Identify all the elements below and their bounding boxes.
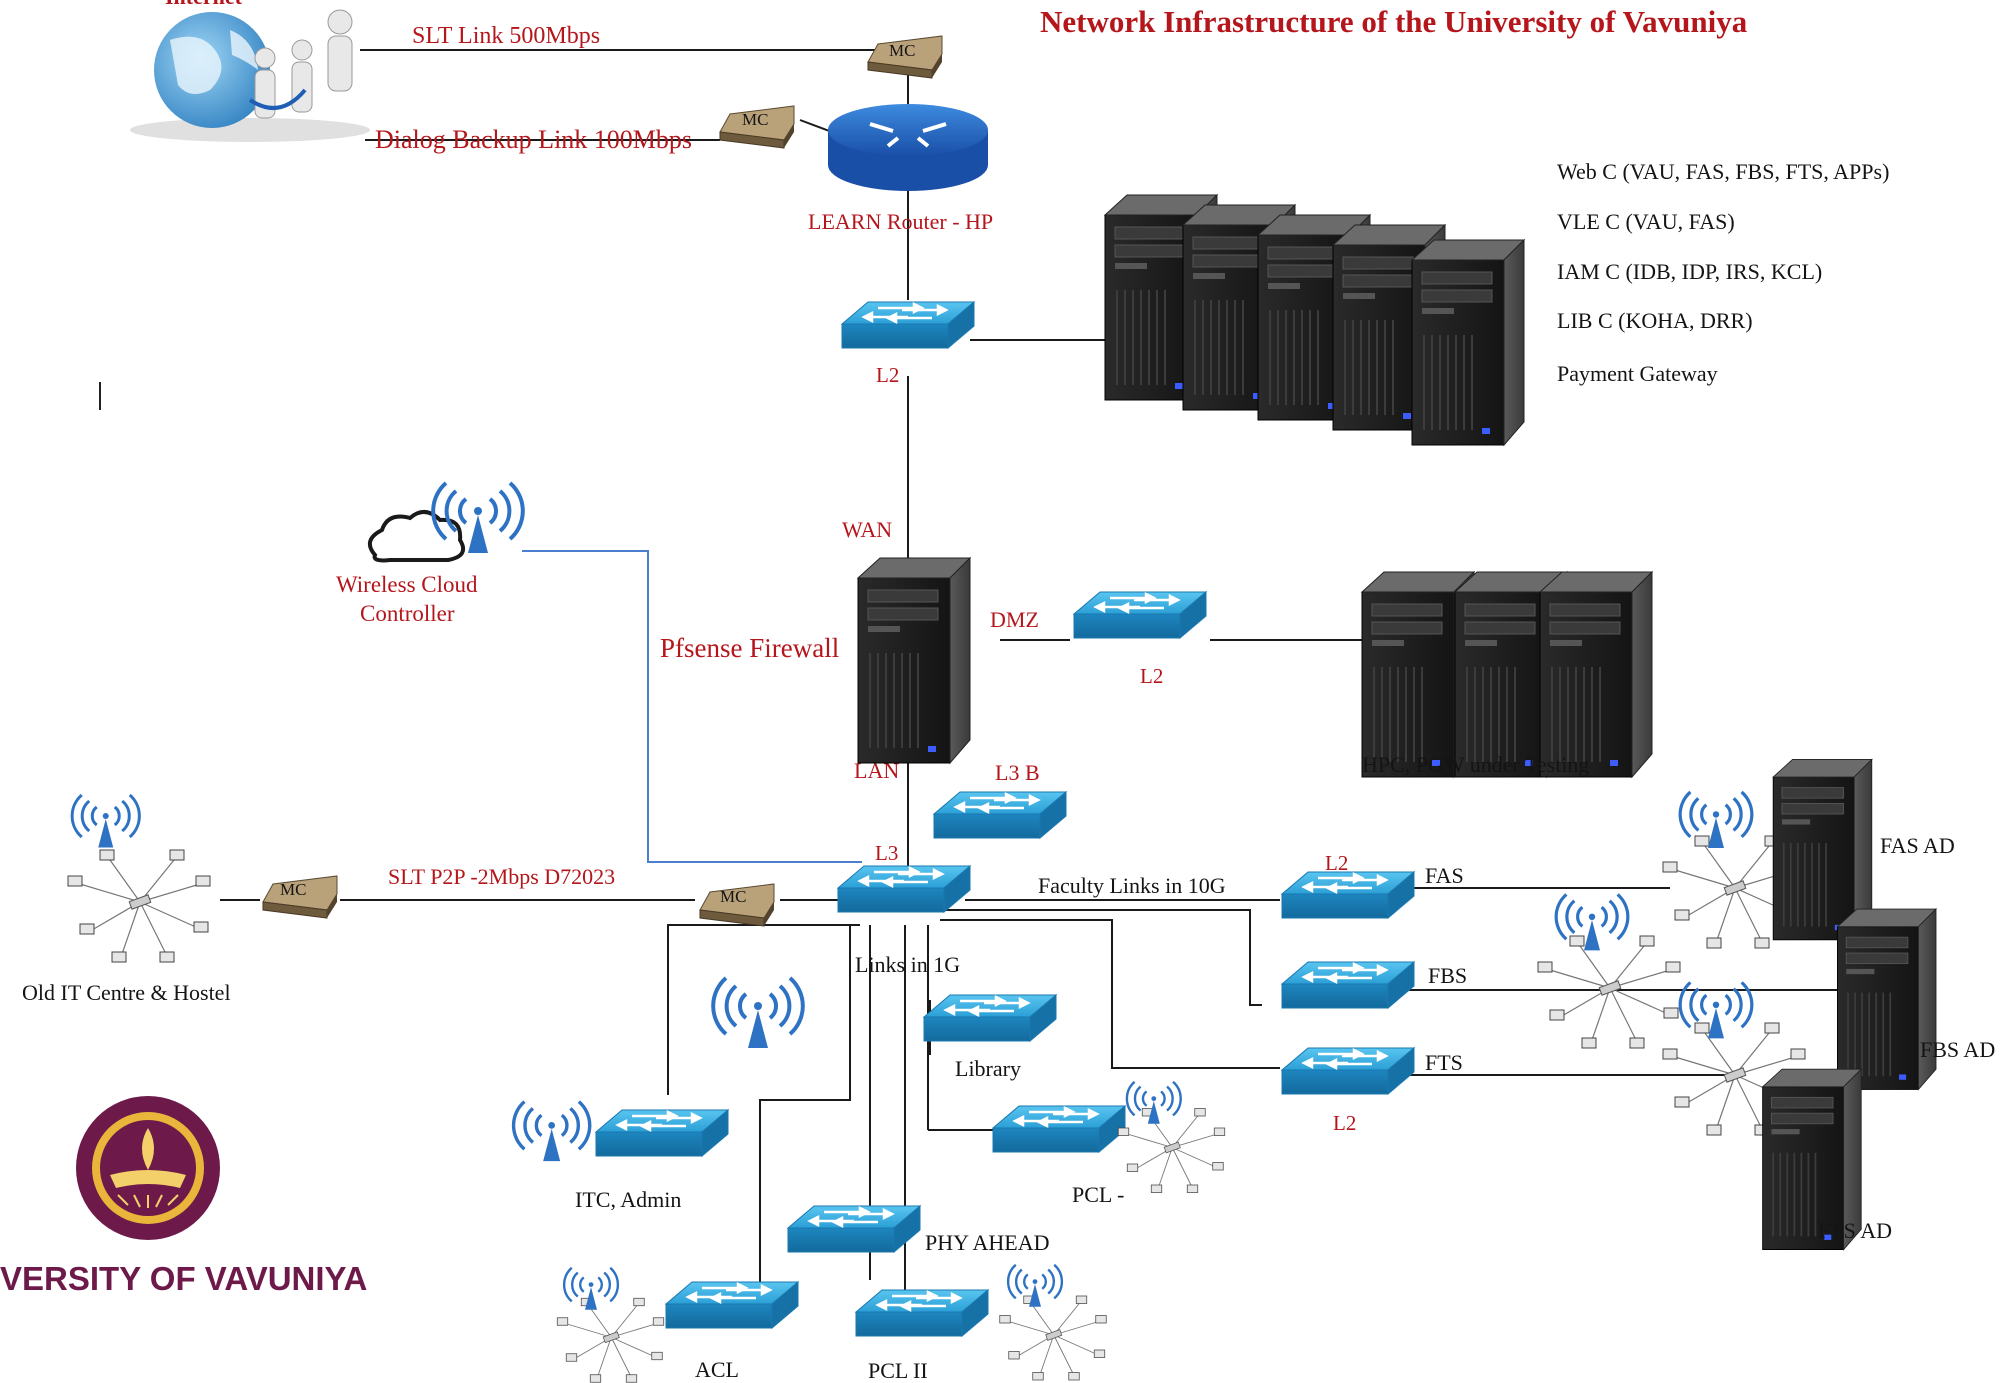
wireless-controller-link bbox=[522, 550, 862, 863]
phy-ahead-label: PHY AHEAD bbox=[925, 1230, 1049, 1255]
mc-label: MC bbox=[720, 887, 746, 906]
p2p-label: SLT P2P -2Mbps D72023 bbox=[388, 864, 615, 889]
wireless-cluster-icon bbox=[67, 849, 211, 963]
wireless-ap-icon bbox=[711, 976, 805, 1050]
wireless-ap-icon bbox=[1554, 892, 1630, 953]
itc-switch-icon bbox=[594, 1108, 730, 1158]
hpc-servers bbox=[1361, 571, 1653, 778]
internet-label: Internet bbox=[165, 0, 243, 9]
core-l2-label: L2 bbox=[876, 363, 899, 387]
dmz-switch-icon bbox=[1072, 590, 1208, 640]
l3b-label: L3 B bbox=[995, 760, 1040, 785]
fbs-ad-label: FBS AD bbox=[1920, 1037, 1995, 1062]
l3b-switch-icon bbox=[932, 790, 1068, 840]
fbs-label: FBS bbox=[1428, 963, 1467, 988]
wireless-ap-icon bbox=[1006, 1263, 1064, 1309]
acl-switch-icon bbox=[664, 1280, 800, 1330]
server-cluster-item: LIB C (KOHA, DRR) bbox=[1557, 308, 1753, 333]
fts-switch-label: L2 bbox=[1333, 1111, 1356, 1135]
internet-globe bbox=[130, 9, 370, 142]
wireless-cloud-icon bbox=[367, 510, 465, 563]
fbs-switch-icon bbox=[1280, 960, 1416, 1010]
wan-label: WAN bbox=[842, 517, 892, 542]
server-cluster-list: Web C (VAU, FAS, FBS, FTS, APPs) VLE C (… bbox=[1557, 159, 1889, 386]
wireless-ap-icon bbox=[1125, 1080, 1182, 1126]
itc-admin-label: ITC, Admin bbox=[575, 1187, 681, 1212]
pcl2-label: PCL II bbox=[868, 1358, 928, 1383]
wireless-ap-icon bbox=[70, 793, 141, 849]
server-cluster-item: Web C (VAU, FAS, FBS, FTS, APPs) bbox=[1557, 159, 1889, 184]
wireless-cluster-icon bbox=[1537, 935, 1681, 1049]
dmz-switch-label: L2 bbox=[1140, 664, 1163, 688]
wireless-controller-line1: Wireless Cloud bbox=[336, 572, 478, 597]
l3-label: L3 bbox=[875, 841, 898, 865]
fas-label: FAS bbox=[1425, 863, 1464, 888]
fas-switch-label: L2 bbox=[1325, 851, 1348, 875]
slt-link-label: SLT Link 500Mbps bbox=[412, 23, 600, 49]
wireless-cluster-icon bbox=[556, 1297, 665, 1383]
server-cluster-item: Payment Gateway bbox=[1557, 361, 1718, 386]
old-it-centre-label: Old IT Centre & Hostel bbox=[22, 980, 231, 1005]
mc-label: MC bbox=[280, 880, 306, 899]
router-icon bbox=[828, 104, 988, 191]
wireless-ap-icon bbox=[511, 1099, 592, 1163]
firewall-server-icon bbox=[857, 557, 971, 764]
links-1g-label: Links in 1G bbox=[855, 952, 960, 977]
server-cluster bbox=[1104, 194, 1525, 446]
library-switch-icon bbox=[922, 993, 1058, 1043]
core-l2-switch-icon bbox=[840, 300, 976, 350]
wireless-cluster-icon bbox=[1117, 1108, 1226, 1193]
wireless-cluster-icon bbox=[999, 1295, 1107, 1381]
server-cluster-item: VLE C (VAU, FAS) bbox=[1557, 209, 1735, 234]
faculty-links-label: Faculty Links in 10G bbox=[1038, 873, 1226, 898]
dmz-label: DMZ bbox=[990, 607, 1039, 632]
acl-label: ACL bbox=[695, 1357, 739, 1382]
l3-core-switch-icon bbox=[836, 864, 972, 914]
phy-switch-icon bbox=[786, 1204, 922, 1254]
dialog-link-label: Dialog Backup Link 100Mbps bbox=[375, 125, 692, 154]
firewall-label: Pfsense Firewall bbox=[660, 633, 839, 663]
logo-text: VERSITY OF VAVUNIYA bbox=[0, 1260, 367, 1297]
pcl2-switch-icon bbox=[854, 1288, 990, 1338]
fas-ad-label: FAS AD bbox=[1880, 833, 1955, 858]
router-label: LEARN Router - HP bbox=[808, 209, 993, 234]
fts-ad-label: FTS AD bbox=[1818, 1218, 1892, 1243]
hpc-label: HPC, PGW under Testing bbox=[1362, 752, 1589, 777]
page-title: Network Infrastructure of the University… bbox=[1040, 4, 1748, 39]
pcl-label: PCL - bbox=[1072, 1182, 1124, 1207]
mc-label: MC bbox=[889, 41, 915, 60]
pcl-switch-icon bbox=[991, 1104, 1127, 1154]
university-seal bbox=[76, 1096, 220, 1240]
wireless-controller-line2: Controller bbox=[360, 601, 455, 626]
wireless-ap-icon bbox=[1678, 790, 1754, 850]
lan-label: LAN bbox=[854, 758, 899, 783]
fts-label: FTS bbox=[1425, 1050, 1463, 1075]
fbs-ad-server-icon bbox=[1836, 908, 1937, 1091]
fts-switch-icon bbox=[1280, 1046, 1416, 1096]
library-label: Library bbox=[955, 1056, 1021, 1081]
server-cluster-item: IAM C (IDB, IDP, IRS, KCL) bbox=[1557, 259, 1822, 284]
wireless-ap-icon bbox=[562, 1266, 620, 1312]
fas-switch-icon bbox=[1280, 870, 1416, 920]
connection-lines bbox=[220, 49, 1845, 1290]
mc-label: MC bbox=[742, 110, 768, 129]
